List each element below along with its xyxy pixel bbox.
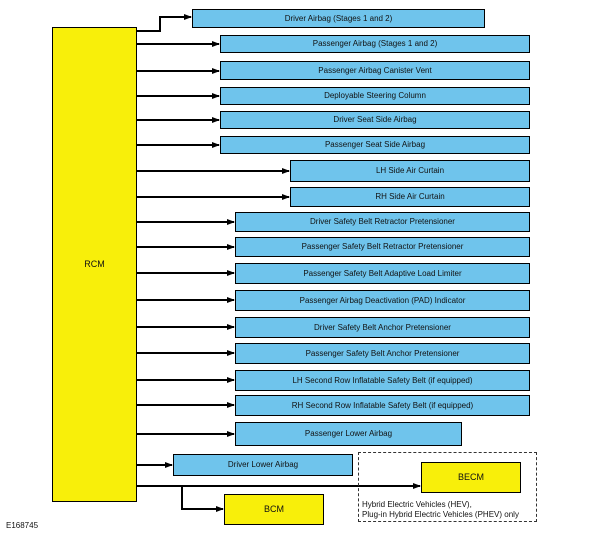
module-label: Driver Safety Belt Retractor Pretensione…: [310, 217, 455, 226]
passenger-seat-side-airbag-box: Passenger Seat Side Airbag: [220, 136, 530, 154]
module-label: Passenger Lower Airbag: [304, 429, 393, 438]
hybrid-only-region: [358, 452, 537, 522]
passenger-belt-adaptive-load-limiter-box: Passenger Safety Belt Adaptive Load Limi…: [235, 263, 530, 284]
module-label: RH Second Row Inflatable Safety Belt (if…: [291, 400, 474, 410]
passenger-belt-anchor-pretensioner-box: Passenger Safety Belt Anchor Pretensione…: [235, 343, 530, 364]
rcm-label: RCM: [84, 259, 105, 269]
lh-second-row-inflatable-belt-box: LH Second Row Inflatable Safety Belt (if…: [235, 370, 530, 391]
passenger-belt-retractor-pretensioner-box: Passenger Safety Belt Retractor Pretensi…: [235, 237, 530, 257]
driver-airbag-box: Driver Airbag (Stages 1 and 2): [192, 9, 485, 28]
module-label: LH Second Row Inflatable Safety Belt (if…: [292, 375, 473, 385]
hybrid-note: Hybrid Electric Vehicles (HEV), Plug-in …: [362, 500, 519, 520]
module-label: Deployable Steering Column: [324, 91, 426, 100]
module-label: Passenger Safety Belt Anchor Pretensione…: [305, 348, 460, 358]
passenger-airbag-canister-vent-box: Passenger Airbag Canister Vent: [220, 61, 530, 80]
driver-seat-side-airbag-box: Driver Seat Side Airbag: [220, 111, 530, 129]
module-label: Passenger Airbag Deactivation (PAD) Indi…: [299, 295, 466, 305]
wire-bcm: [181, 486, 224, 512]
module-label: Driver Seat Side Airbag: [333, 115, 417, 124]
becm-label: BECM: [457, 472, 484, 482]
module-label: Passenger Airbag Canister Vent: [318, 65, 432, 75]
bcm-label: BCM: [264, 504, 284, 514]
rh-side-air-curtain-box: RH Side Air Curtain: [290, 187, 530, 207]
pad-indicator-box: Passenger Airbag Deactivation (PAD) Indi…: [235, 290, 530, 311]
wire-driver-airbag: [137, 14, 192, 32]
driver-lower-airbag-box: Driver Lower Airbag: [173, 454, 353, 476]
driver-belt-anchor-pretensioner-box: Driver Safety Belt Anchor Pretensioner: [235, 317, 530, 338]
module-label: Driver Airbag (Stages 1 and 2): [284, 13, 393, 23]
passenger-lower-airbag-box: Passenger Lower Airbag: [235, 422, 462, 446]
module-label: Passenger Safety Belt Adaptive Load Limi…: [303, 268, 462, 278]
passenger-airbag-box: Passenger Airbag (Stages 1 and 2): [220, 35, 530, 53]
module-label: RH Side Air Curtain: [375, 192, 445, 201]
module-label: LH Side Air Curtain: [375, 166, 445, 175]
figure-id: E168745: [6, 521, 39, 530]
module-label: Driver Safety Belt Anchor Pretensioner: [314, 322, 451, 332]
rcm-box: RCM: [52, 27, 137, 502]
driver-belt-retractor-pretensioner-box: Driver Safety Belt Retractor Pretensione…: [235, 212, 530, 232]
rh-second-row-inflatable-belt-box: RH Second Row Inflatable Safety Belt (if…: [235, 395, 530, 416]
module-label: Driver Lower Airbag: [227, 460, 299, 469]
hybrid-note-line-2: Plug-in Hybrid Electric Vehicles (PHEV) …: [362, 510, 519, 519]
becm-box: BECM: [421, 462, 521, 493]
lh-side-air-curtain-box: LH Side Air Curtain: [290, 160, 530, 182]
module-label: Passenger Airbag (Stages 1 and 2): [312, 39, 438, 48]
deployable-steering-column-box: Deployable Steering Column: [220, 87, 530, 105]
module-label: Passenger Seat Side Airbag: [324, 140, 426, 149]
module-label: Passenger Safety Belt Retractor Pretensi…: [301, 242, 464, 251]
hybrid-note-line-1: Hybrid Electric Vehicles (HEV),: [362, 500, 472, 509]
bcm-box: BCM: [224, 494, 324, 525]
